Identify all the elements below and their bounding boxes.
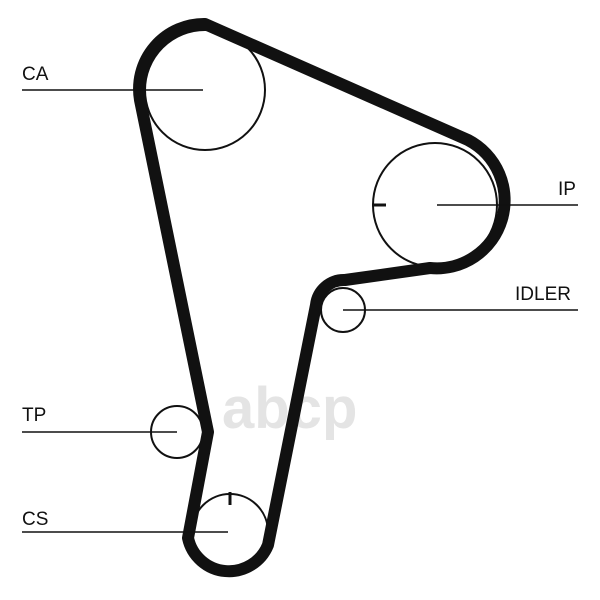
label-tp: TP [22,405,46,426]
label-cs: CS [22,509,48,530]
timing-belt [133,17,511,578]
label-ip: IP [558,179,576,200]
label-idler: IDLER [515,284,571,305]
label-ca: CA [22,64,49,85]
